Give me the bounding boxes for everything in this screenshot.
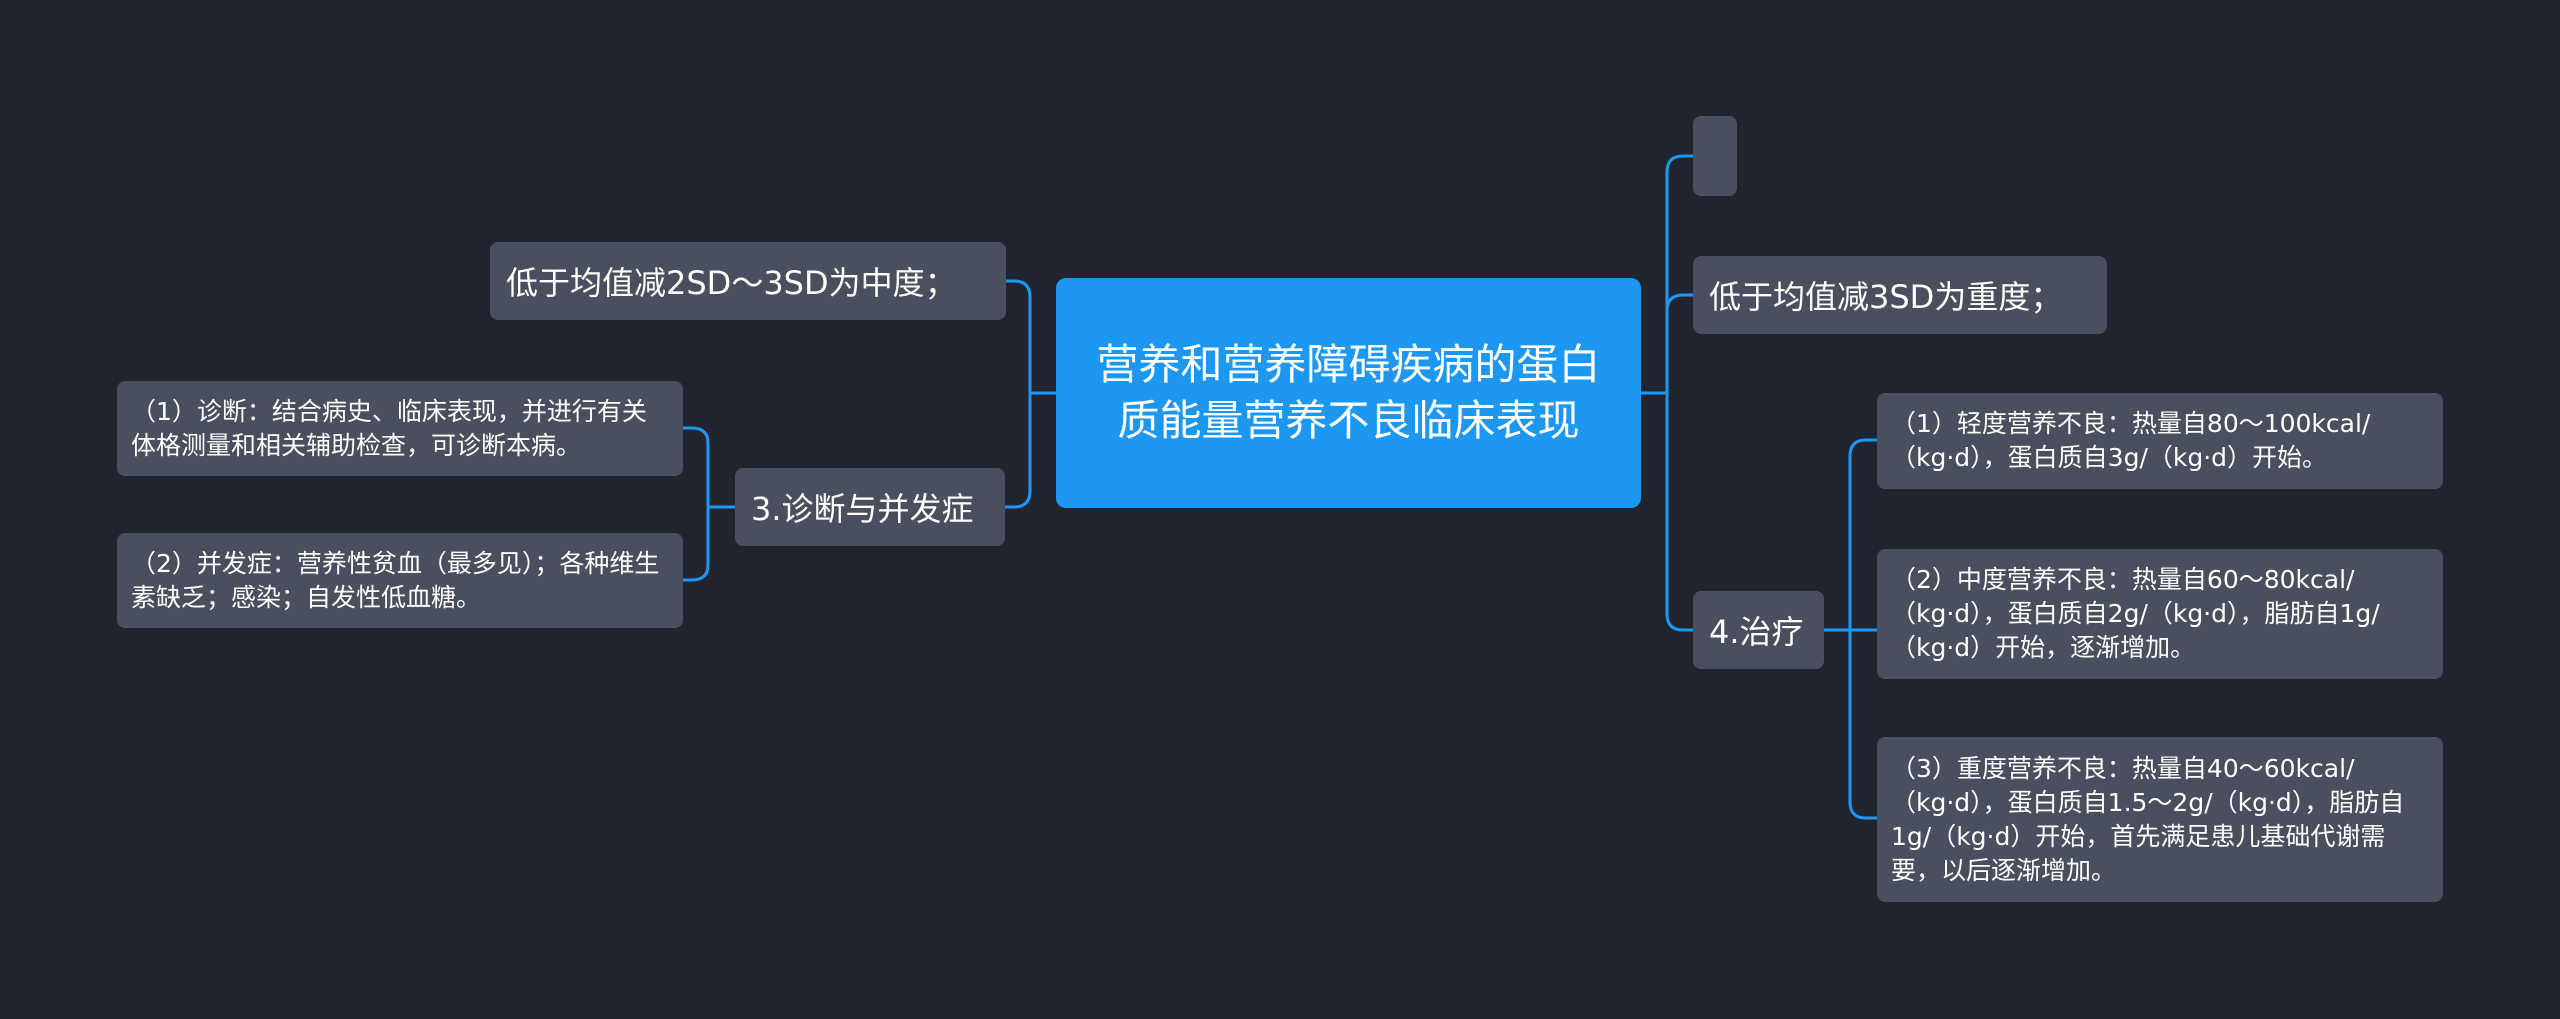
node-treatment-text: 4.治疗 [1709, 613, 1804, 651]
link-to-diagnosis [1002, 393, 1032, 509]
link-to-treat-child-3 [1848, 630, 1877, 820]
node-treatment-child-1[interactable]: （1）轻度营养不良：热量自80～100kcal/（kg·d），蛋白质自3g/（k… [1877, 393, 2443, 489]
node-diagnosis-child-2-text: （2）并发症：营养性贫血（最多见）；各种维生素缺乏；感染；自发性低血糖。 [131, 548, 660, 612]
node-moderate[interactable]: 低于均值减2SD～3SD为中度； [490, 242, 1006, 320]
node-severe-text: 低于均值减3SD为重度； [1709, 278, 2063, 316]
link-to-severe [1665, 293, 1693, 393]
node-moderate-text: 低于均值减2SD～3SD为中度； [506, 264, 957, 302]
node-treatment-child-3-text: （3）重度营养不良：热量自40～60kcal/（kg·d），蛋白质自1.5～2g… [1891, 753, 2405, 885]
node-treatment-child-1-text: （1）轻度营养不良：热量自80～100kcal/（kg·d），蛋白质自3g/（k… [1891, 409, 2371, 472]
link-to-empty [1665, 154, 1693, 393]
node-severe[interactable]: 低于均值减3SD为重度； [1693, 256, 2107, 334]
link-to-diag-child-1 [682, 426, 710, 507]
link-to-treat-child-1 [1848, 438, 1877, 630]
node-diagnosis-child-2[interactable]: （2）并发症：营养性贫血（最多见）；各种维生素缺乏；感染；自发性低血糖。 [117, 533, 683, 628]
node-treatment-child-3[interactable]: （3）重度营养不良：热量自40～60kcal/（kg·d），蛋白质自1.5～2g… [1877, 737, 2443, 902]
central-topic[interactable]: 营养和营养障碍疾病的蛋白质能量营养不良临床表现 [1056, 278, 1641, 508]
node-treatment[interactable]: 4.治疗 [1693, 591, 1824, 669]
node-treatment-child-2-text: （2）中度营养不良：热量自60～80kcal/（kg·d），蛋白质自2g/（kg… [1891, 565, 2380, 662]
node-empty[interactable] [1693, 116, 1737, 196]
central-topic-text: 营养和营养障碍疾病的蛋白质能量营养不良临床表现 [1096, 340, 1601, 445]
link-to-diag-child-2 [682, 507, 710, 582]
link-to-treatment [1665, 393, 1693, 632]
node-treatment-child-2[interactable]: （2）中度营养不良：热量自60～80kcal/（kg·d），蛋白质自2g/（kg… [1877, 549, 2443, 679]
node-diagnosis-text: 3.诊断与并发症 [751, 490, 974, 528]
node-diagnosis-child-1[interactable]: （1）诊断：结合病史、临床表现，并进行有关体格测量和相关辅助检查，可诊断本病。 [117, 381, 683, 476]
node-diagnosis-child-1-text: （1）诊断：结合病史、临床表现，并进行有关体格测量和相关辅助检查，可诊断本病。 [131, 396, 647, 460]
link-to-moderate [1002, 279, 1032, 393]
node-diagnosis[interactable]: 3.诊断与并发症 [735, 468, 1005, 546]
